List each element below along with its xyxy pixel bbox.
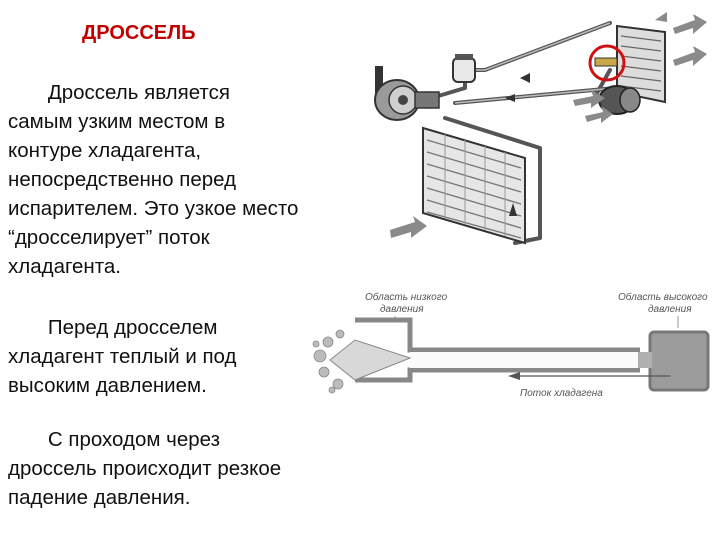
- low-pressure-label: Область низкого давления: [365, 291, 450, 315]
- throttle-cross-section-diagram: Область низкого давления Область высоког…: [312, 291, 710, 399]
- throttle-orifice: [638, 352, 652, 368]
- paragraph-throttle-definition: Дроссель является самым узким местом в к…: [8, 81, 299, 278]
- paragraph-before-throttle: Перед дросселем хладагент теплый и под в…: [8, 316, 237, 397]
- low-pressure-chamber: [355, 317, 640, 383]
- high-pressure-label: Область высокого давления: [618, 291, 710, 315]
- receiver-drier: [452, 54, 476, 83]
- flow-direction-arrow: [508, 372, 670, 380]
- blower-motor: [598, 85, 641, 115]
- slide-title: ДРОССЕЛЬ: [82, 22, 196, 44]
- evaporator: [422, 126, 526, 245]
- condenser: [616, 24, 666, 104]
- paragraph-pressure-drop: С проходом через дроссель происходит рез…: [8, 428, 282, 509]
- high-pressure-chamber: [648, 330, 710, 392]
- refrigerant-spray: [312, 329, 412, 394]
- flow-label: Поток хладагена: [520, 388, 603, 399]
- airflow-arrows: [390, 12, 707, 238]
- refrigerant-circuit-illustration: [374, 12, 707, 245]
- throttle-highlight: [588, 44, 626, 82]
- flow-direction-arrows: [505, 73, 530, 216]
- compressor: [374, 66, 440, 121]
